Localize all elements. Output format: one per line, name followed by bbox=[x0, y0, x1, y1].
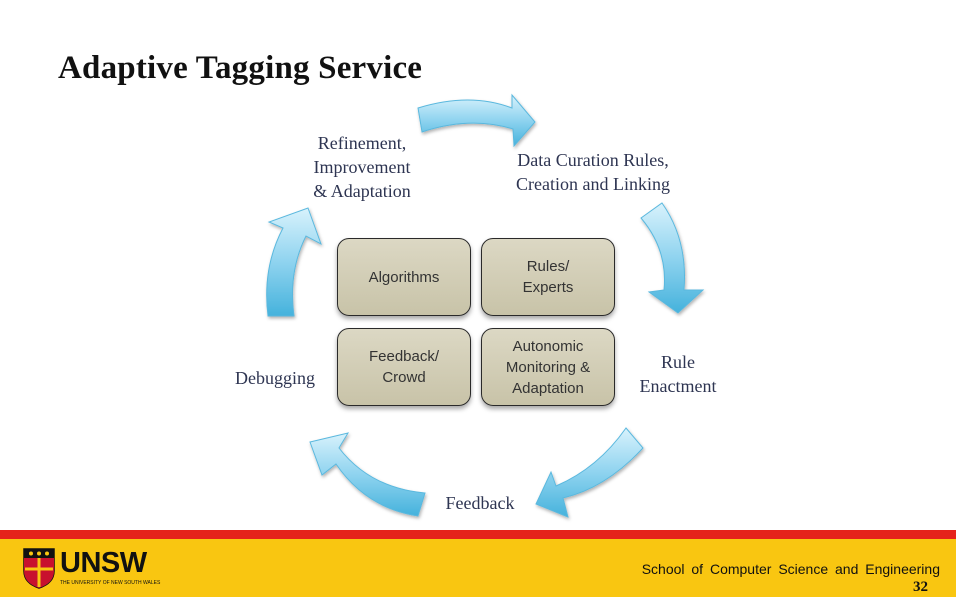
label-rule-enactment: Rule Enactment bbox=[639, 352, 717, 396]
label-feedback: Feedback bbox=[445, 493, 515, 513]
footer-red-bar bbox=[0, 530, 956, 539]
unsw-crest-icon bbox=[23, 548, 55, 589]
box-rules-experts: Rules/ Experts bbox=[481, 238, 615, 316]
arrow-bottom-right bbox=[535, 427, 644, 518]
arrow-left bbox=[266, 207, 322, 317]
page-number: 32 bbox=[913, 579, 928, 595]
box-feedback-crowd: Feedback/ Crowd bbox=[337, 328, 471, 406]
arrow-right bbox=[640, 202, 705, 314]
label-debugging: Debugging bbox=[235, 368, 315, 388]
footer-bar: UNSW THE UNIVERSITY OF NEW SOUTH WALES S… bbox=[0, 539, 956, 597]
label-data-curation: Data Curation Rules, Creation and Linkin… bbox=[516, 150, 670, 194]
box-autonomic: Autonomic Monitoring & Adaptation bbox=[481, 328, 615, 406]
school-name: School of Computer Science and Engineeri… bbox=[641, 561, 940, 577]
arrow-top bbox=[417, 93, 536, 148]
unsw-logo-text: UNSW bbox=[60, 547, 147, 579]
slide-title: Adaptive Tagging Service bbox=[58, 50, 423, 86]
unsw-logo: UNSW THE UNIVERSITY OF NEW SOUTH WALES bbox=[22, 547, 162, 591]
cycle-diagram bbox=[266, 93, 705, 518]
box-algorithms: Algorithms bbox=[337, 238, 471, 316]
arrow-bottom-left bbox=[309, 432, 426, 517]
label-refinement: Refinement, Improvement & Adaptation bbox=[313, 133, 411, 201]
unsw-logo-subtext: THE UNIVERSITY OF NEW SOUTH WALES bbox=[60, 580, 161, 586]
